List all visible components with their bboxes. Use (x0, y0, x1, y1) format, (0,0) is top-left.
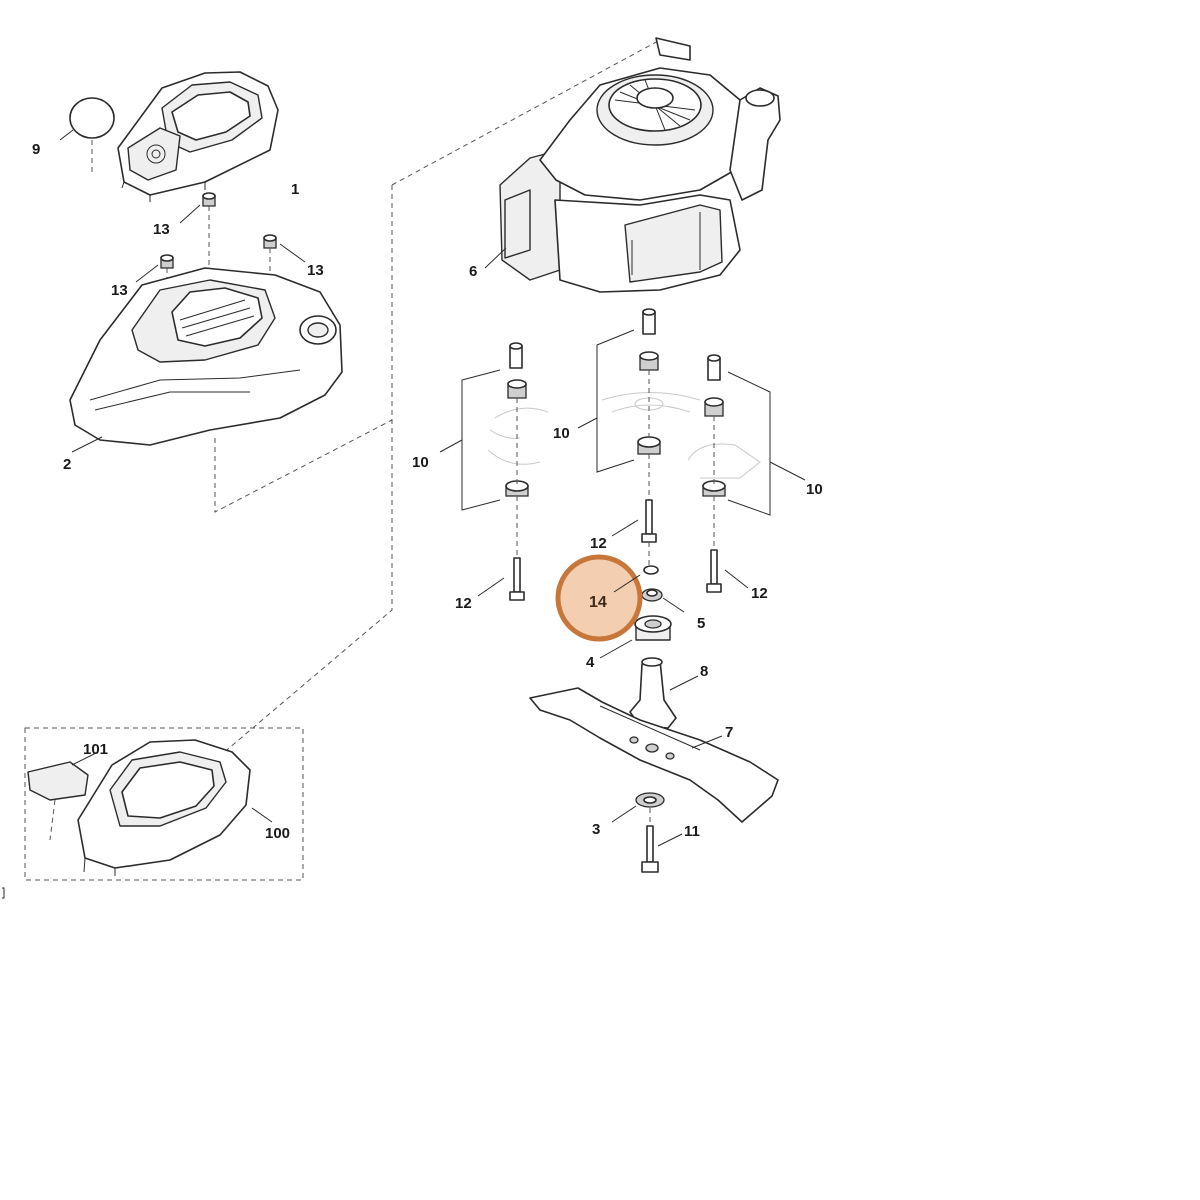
label-13-left: 13 (111, 282, 128, 299)
part-9-cap (59, 97, 115, 175)
part-6-engine (484, 37, 781, 293)
label-8: 8 (700, 663, 708, 680)
label-12-right: 12 (751, 585, 768, 602)
part-1-top-cover (117, 71, 279, 202)
label-4: 4 (586, 654, 595, 671)
center-mount-stack (577, 308, 701, 543)
parts-3-11-washer-bolt (611, 792, 683, 873)
part-8-blade-adapter (629, 657, 699, 729)
optional-cover-box (24, 727, 304, 881)
highlight-part-14: 14 (555, 554, 643, 642)
label-13-top: 13 (153, 221, 170, 238)
label-3: 3 (592, 821, 600, 838)
label-10-left: 10 (412, 454, 429, 471)
label-13-right: 13 (307, 262, 324, 279)
right-mount-stack (687, 354, 806, 593)
engine-frame-dashed (214, 39, 661, 761)
label-12-center: 12 (590, 535, 607, 552)
label-9: 9 (32, 141, 40, 158)
part-labels: 1 9 13 13 13 2 6 10 10 10 12 12 12 5 4 8… (32, 141, 823, 842)
label-10-center: 10 (553, 425, 570, 442)
label-101: 101 (83, 741, 108, 758)
label-6: 6 (469, 263, 477, 280)
part-2-shroud (69, 267, 343, 453)
edge-mark (2, 887, 5, 899)
label-5: 5 (697, 615, 705, 632)
label-11: 11 (684, 823, 700, 840)
highlight-circle (555, 554, 643, 642)
label-1: 1 (291, 181, 299, 198)
part-7-blade (529, 687, 779, 823)
label-14: 14 (589, 594, 607, 611)
spindle-parts-center (599, 542, 685, 659)
left-mount-stack (439, 342, 549, 601)
label-10-right: 10 (806, 481, 823, 498)
label-12-left: 12 (455, 595, 472, 612)
label-2: 2 (63, 456, 71, 473)
label-7: 7 (725, 724, 733, 741)
label-100: 100 (265, 825, 290, 842)
